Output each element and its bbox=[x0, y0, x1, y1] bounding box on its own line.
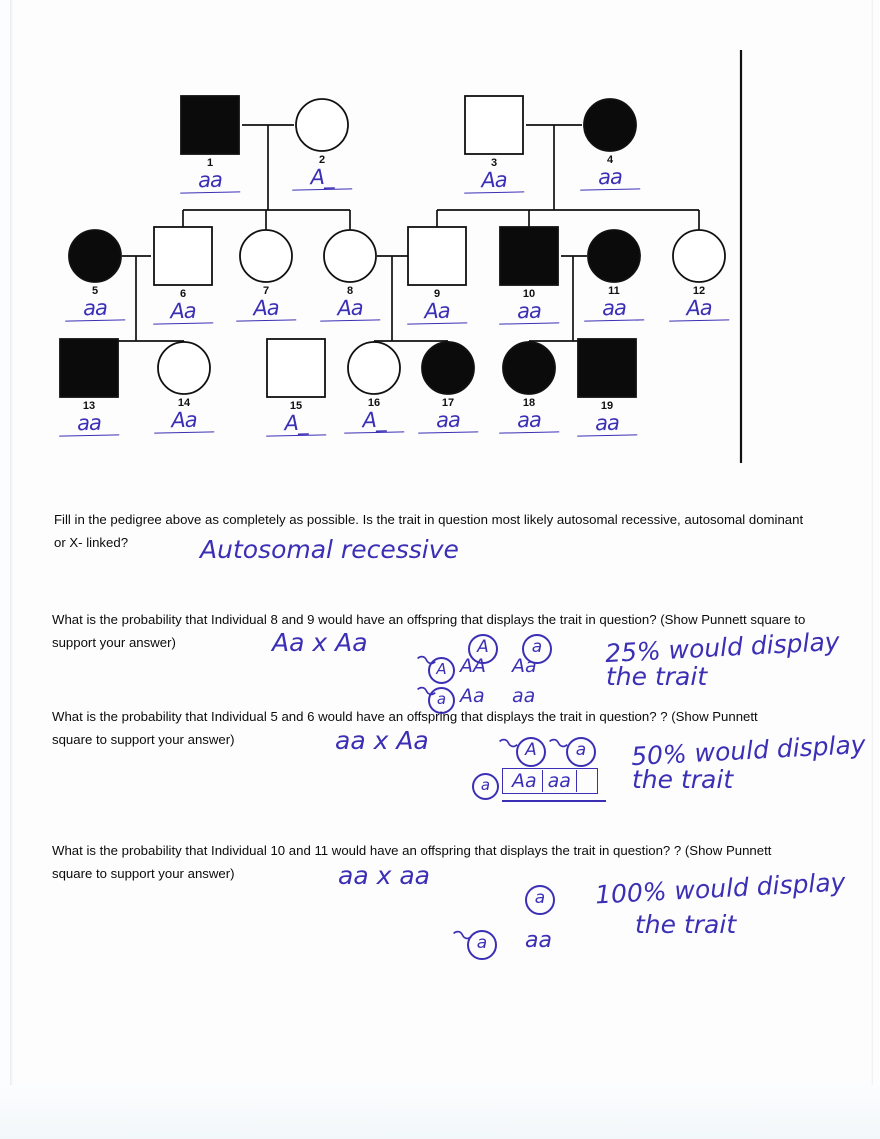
pedigree-symbol-13 bbox=[59, 338, 119, 398]
pedigree-genotype-18: aa bbox=[498, 408, 560, 434]
pedigree-symbol-5 bbox=[68, 229, 122, 283]
pedigree-genotype-19: aa bbox=[576, 411, 638, 437]
pedigree-genotype-11: aa bbox=[583, 296, 645, 322]
pedigree-number-9: 9 bbox=[433, 288, 441, 300]
pedigree-genotype-2: A_ bbox=[291, 165, 353, 191]
punnett4-side-allele-0: a bbox=[467, 930, 497, 960]
pedigree-symbol-18 bbox=[502, 341, 556, 395]
punnett2-top-allele-1: a bbox=[522, 634, 552, 664]
pedigree-number-2: 2 bbox=[318, 154, 326, 166]
punnett3-underline bbox=[502, 800, 606, 802]
pedigree-symbol-8 bbox=[323, 229, 377, 283]
pedigree-symbol-9 bbox=[407, 226, 467, 286]
pedigree-genotype-4: aa bbox=[579, 165, 641, 191]
punnett2-cell-1-0: Aa bbox=[460, 685, 485, 707]
question-2: What is the probability that Individual … bbox=[52, 609, 827, 654]
punnett2-cell-0-1: Aa bbox=[512, 655, 537, 677]
pedigree-number-8: 8 bbox=[346, 285, 354, 297]
pedigree-symbol-3 bbox=[464, 95, 524, 155]
question-3: What is the probability that Individual … bbox=[52, 706, 792, 751]
pedigree-number-5: 5 bbox=[91, 285, 99, 297]
pedigree-genotype-6: Aa bbox=[152, 299, 214, 325]
pedigree-symbol-17 bbox=[421, 341, 475, 395]
pedigree-symbol-16 bbox=[347, 341, 401, 395]
question-2-answer-line2: the trait bbox=[606, 662, 708, 691]
punnett3-cell-0-0: Aa bbox=[512, 770, 537, 792]
pedigree-symbol-10 bbox=[499, 226, 559, 286]
punnett2-top-allele-0: A bbox=[468, 634, 498, 664]
punnett3-cell-0-1: aa bbox=[541, 770, 576, 792]
pedigree-number-7: 7 bbox=[262, 285, 270, 297]
pedigree-svg bbox=[59, 50, 743, 463]
pedigree-genotype-15: A_ bbox=[265, 411, 327, 437]
pedigree-genotype-14: Aa bbox=[153, 408, 215, 434]
pedigree-genotype-1: aa bbox=[179, 168, 241, 194]
pedigree-genotype-16: A_ bbox=[343, 408, 405, 434]
pedigree-symbol-11 bbox=[587, 229, 641, 283]
pedigree-genotype-10: aa bbox=[498, 299, 560, 325]
punnett3-top-allele-0: A bbox=[516, 737, 546, 767]
punnett3-top-allele-1: a bbox=[566, 737, 596, 767]
pedigree-number-10: 10 bbox=[522, 288, 536, 300]
question-1-prompt: Fill in the pedigree above as completely… bbox=[54, 512, 804, 550]
question-2-cross: Aa x Aa bbox=[272, 628, 368, 657]
page-edge-right bbox=[871, 0, 873, 1090]
punnett3-cell-spacer bbox=[575, 770, 593, 792]
pedigree-number-11: 11 bbox=[608, 285, 620, 297]
question-4-cross: aa x aa bbox=[338, 861, 430, 890]
pedigree-symbol-15 bbox=[266, 338, 326, 398]
punnett4-top-allele-0: a bbox=[525, 885, 555, 915]
question-4: What is the probability that Individual … bbox=[52, 840, 797, 885]
pedigree-genotype-17: aa bbox=[417, 408, 479, 434]
question-1: Fill in the pedigree above as completely… bbox=[54, 509, 814, 554]
pedigree-number-1: 1 bbox=[206, 157, 214, 169]
pedigree-genotype-9: Aa bbox=[406, 299, 468, 325]
pedigree-number-18: 18 bbox=[522, 397, 536, 409]
pedigree-genotype-13: aa bbox=[58, 411, 120, 437]
pedigree-number-19: 19 bbox=[600, 400, 614, 412]
pedigree-symbol-1 bbox=[180, 95, 240, 155]
question-3-prompt: What is the probability that Individual … bbox=[52, 709, 758, 747]
punnett2-cell-1-1: aa bbox=[512, 685, 536, 707]
pedigree-number-16: 16 bbox=[367, 397, 381, 409]
punnett4-cell-0-0: aa bbox=[525, 928, 552, 953]
pedigree-symbol-14 bbox=[157, 341, 211, 395]
pedigree-number-13: 13 bbox=[82, 400, 96, 412]
pedigree-genotype-8: Aa bbox=[319, 296, 381, 322]
question-4-prompt: What is the probability that Individual … bbox=[52, 843, 772, 881]
pedigree-genotype-5: aa bbox=[64, 296, 126, 322]
pedigree-genotype-3: Aa bbox=[463, 168, 525, 194]
page-edge-left bbox=[10, 0, 13, 1085]
pedigree-genotype-12: Aa bbox=[668, 296, 730, 322]
pedigree-symbol-7 bbox=[239, 229, 293, 283]
question-2-prompt: What is the probability that Individual … bbox=[52, 612, 806, 650]
punnett2-cell-0-0: AA bbox=[460, 655, 486, 677]
question-4-answer-line2: the trait bbox=[635, 910, 737, 939]
pedigree-number-15: 15 bbox=[289, 400, 303, 412]
punnett2-side-allele-0: A bbox=[428, 657, 455, 684]
pedigree-number-6: 6 bbox=[179, 288, 187, 300]
pedigree-symbol-12 bbox=[672, 229, 726, 283]
pedigree-symbol-2 bbox=[295, 98, 349, 152]
pedigree-number-12: 12 bbox=[692, 285, 706, 297]
pedigree-symbol-4 bbox=[583, 98, 637, 152]
pedigree-symbol-6 bbox=[153, 226, 213, 286]
question-3-cross: aa x Aa bbox=[335, 726, 429, 755]
pedigree-number-14: 14 bbox=[177, 397, 191, 409]
pedigree-number-4: 4 bbox=[606, 154, 614, 166]
question-1-answer: Autosomal recessive bbox=[200, 535, 459, 564]
page-edge-bottom bbox=[0, 1085, 880, 1139]
punnett3-side-allele-0: a bbox=[472, 773, 499, 800]
question-3-answer-line2: the trait bbox=[632, 765, 734, 794]
punnett2-side-allele-1: a bbox=[428, 687, 455, 714]
pedigree-genotype-7: Aa bbox=[235, 296, 297, 322]
pedigree-number-3: 3 bbox=[490, 157, 498, 169]
pedigree-symbol-19 bbox=[577, 338, 637, 398]
pedigree-number-17: 17 bbox=[441, 397, 455, 409]
